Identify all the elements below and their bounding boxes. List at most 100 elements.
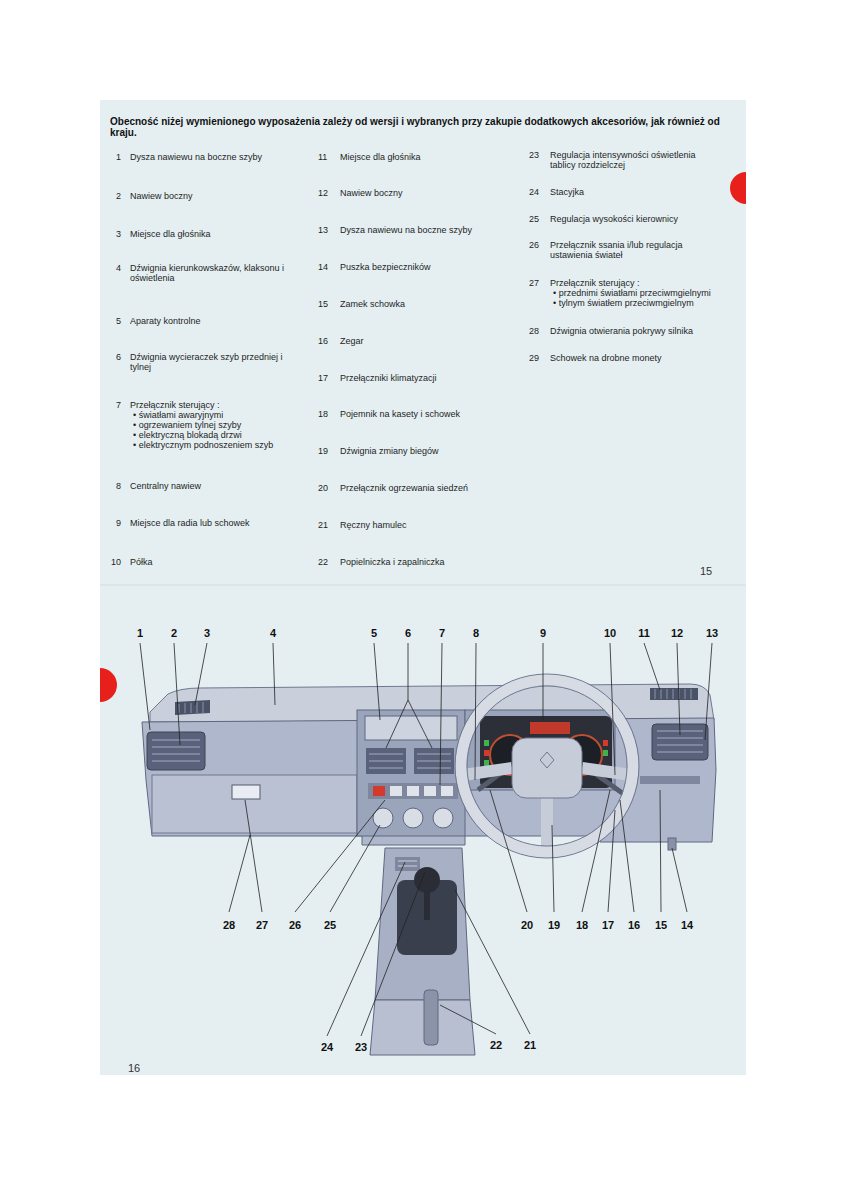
- list-text: Dźwignia zmiany biegów: [340, 446, 510, 456]
- list-number: 18: [318, 409, 328, 419]
- list-number: 21: [318, 520, 328, 530]
- callout-number: 20: [512, 919, 542, 932]
- list-number: 17: [318, 373, 328, 383]
- list-text: Zegar: [340, 336, 510, 346]
- callout-number: 14: [672, 919, 702, 932]
- dashboard: [368, 783, 458, 799]
- dashboard: [370, 1000, 475, 1055]
- callout-number: 18: [567, 919, 597, 932]
- list-text: Przełącznik sterujący :: [130, 400, 305, 410]
- list-text: Miejsce dla głośnika: [340, 152, 510, 162]
- list-number: 16: [318, 336, 328, 346]
- list-text: Dźwignia wycieraczek szyb przedniej i ty…: [130, 352, 305, 372]
- dashboard: [179, 702, 203, 713]
- list-number: 2: [116, 191, 121, 201]
- leader-line: [140, 643, 712, 1036]
- list-text: Przełącznik ogrzewania siedzeń: [340, 483, 510, 493]
- list-text: Puszka bezpieczników: [340, 262, 510, 272]
- dashboard: [142, 674, 716, 1055]
- list-text: Regulacja wysokości kierownicy: [550, 214, 718, 224]
- callout-number: 10: [595, 627, 625, 640]
- callout-number: 16: [619, 919, 649, 932]
- leader-line: [195, 643, 207, 705]
- leader-line: [608, 810, 615, 912]
- callout-number: 24: [312, 1041, 342, 1054]
- list-number: 13: [318, 225, 328, 235]
- leader-line: [361, 872, 425, 1036]
- dashboard: [655, 689, 691, 699]
- callout-number: 27: [247, 919, 277, 932]
- callout-number: 11: [629, 627, 659, 640]
- callout-number: 15: [646, 919, 676, 932]
- dashboard: [433, 808, 453, 828]
- list-number: 27: [529, 278, 539, 288]
- list-number: 25: [529, 214, 539, 224]
- list-text: Miejsce dla głośnika: [130, 229, 305, 239]
- dashboard: [603, 750, 608, 756]
- list-text: Dźwignia kierunkowskazów, klaksonu i ośw…: [130, 263, 305, 283]
- leader-line: [245, 800, 262, 912]
- callout-number: 23: [346, 1041, 376, 1054]
- callout-number: 22: [481, 1039, 511, 1052]
- callout-number: 3: [192, 627, 222, 640]
- list-number: 8: [116, 481, 121, 491]
- list-text: Zamek schowka: [340, 299, 510, 309]
- dashboard: [650, 688, 698, 700]
- list-number: 22: [318, 557, 328, 567]
- callout-number: 28: [214, 919, 244, 932]
- list-text: • tylnym światłem przeciwmgielnym: [553, 298, 738, 308]
- dashboard: [152, 775, 357, 833]
- callout-number: 8: [461, 627, 491, 640]
- leader-line: [440, 1005, 496, 1034]
- list-text: Dysza nawiewu na boczne szyby: [130, 152, 305, 162]
- leader-line: [552, 825, 554, 912]
- leader-line: [475, 643, 476, 780]
- leader-line: [174, 643, 180, 745]
- leader-line: [273, 643, 275, 705]
- dashboard: [512, 738, 582, 798]
- dashboard: [232, 785, 260, 799]
- leader-line: [295, 800, 385, 912]
- page-heading: Obecność niżej wymienionego wyposażenia …: [110, 116, 740, 138]
- leader-line: [374, 643, 380, 720]
- list-text: Popielniczka i zapalniczka: [340, 557, 510, 567]
- list-text: Stacyjka: [550, 187, 718, 197]
- dashboard: [455, 674, 639, 858]
- dashboard: [484, 760, 489, 766]
- list-text: Przełączniki klimatyzacji: [340, 373, 510, 383]
- list-text: Dysza nawiewu na boczne szyby: [340, 225, 510, 235]
- dashboard: [375, 848, 470, 1000]
- list-number: 14: [318, 262, 328, 272]
- dashboard: [357, 710, 465, 836]
- list-text: • elektrycznym podnoszeniem szyb: [133, 440, 308, 450]
- list-text: Nawiew boczny: [130, 191, 305, 201]
- list-number: 7: [116, 400, 121, 410]
- list-text: Dźwignia otwierania pokrywy silnika: [550, 326, 718, 336]
- leader-line: [455, 890, 530, 1034]
- callout-number: 2: [159, 627, 189, 640]
- list-number: 26: [529, 240, 539, 250]
- dashboard: [530, 722, 570, 734]
- leader-line: [620, 800, 634, 912]
- dashboard: [147, 732, 205, 770]
- callout-number: 17: [593, 919, 623, 932]
- page-number: 15: [700, 565, 712, 577]
- leader-line: [705, 643, 712, 740]
- list-number: 29: [529, 353, 539, 363]
- dashboard: [484, 750, 489, 756]
- callout-number: 6: [393, 627, 423, 640]
- list-text: Miejsce dla radia lub schowek: [130, 518, 305, 528]
- dashboard: [152, 740, 200, 761]
- list-number: 11: [318, 152, 327, 162]
- dashboard: [390, 786, 402, 796]
- dashboard: [441, 786, 453, 796]
- list-number: 10: [111, 557, 121, 567]
- dashboard: [369, 754, 451, 768]
- leader-line: [660, 790, 661, 912]
- dashboard: [398, 861, 417, 866]
- leader-line: [386, 643, 432, 748]
- callout-number: 4: [258, 627, 288, 640]
- list-text: Półka: [130, 557, 305, 567]
